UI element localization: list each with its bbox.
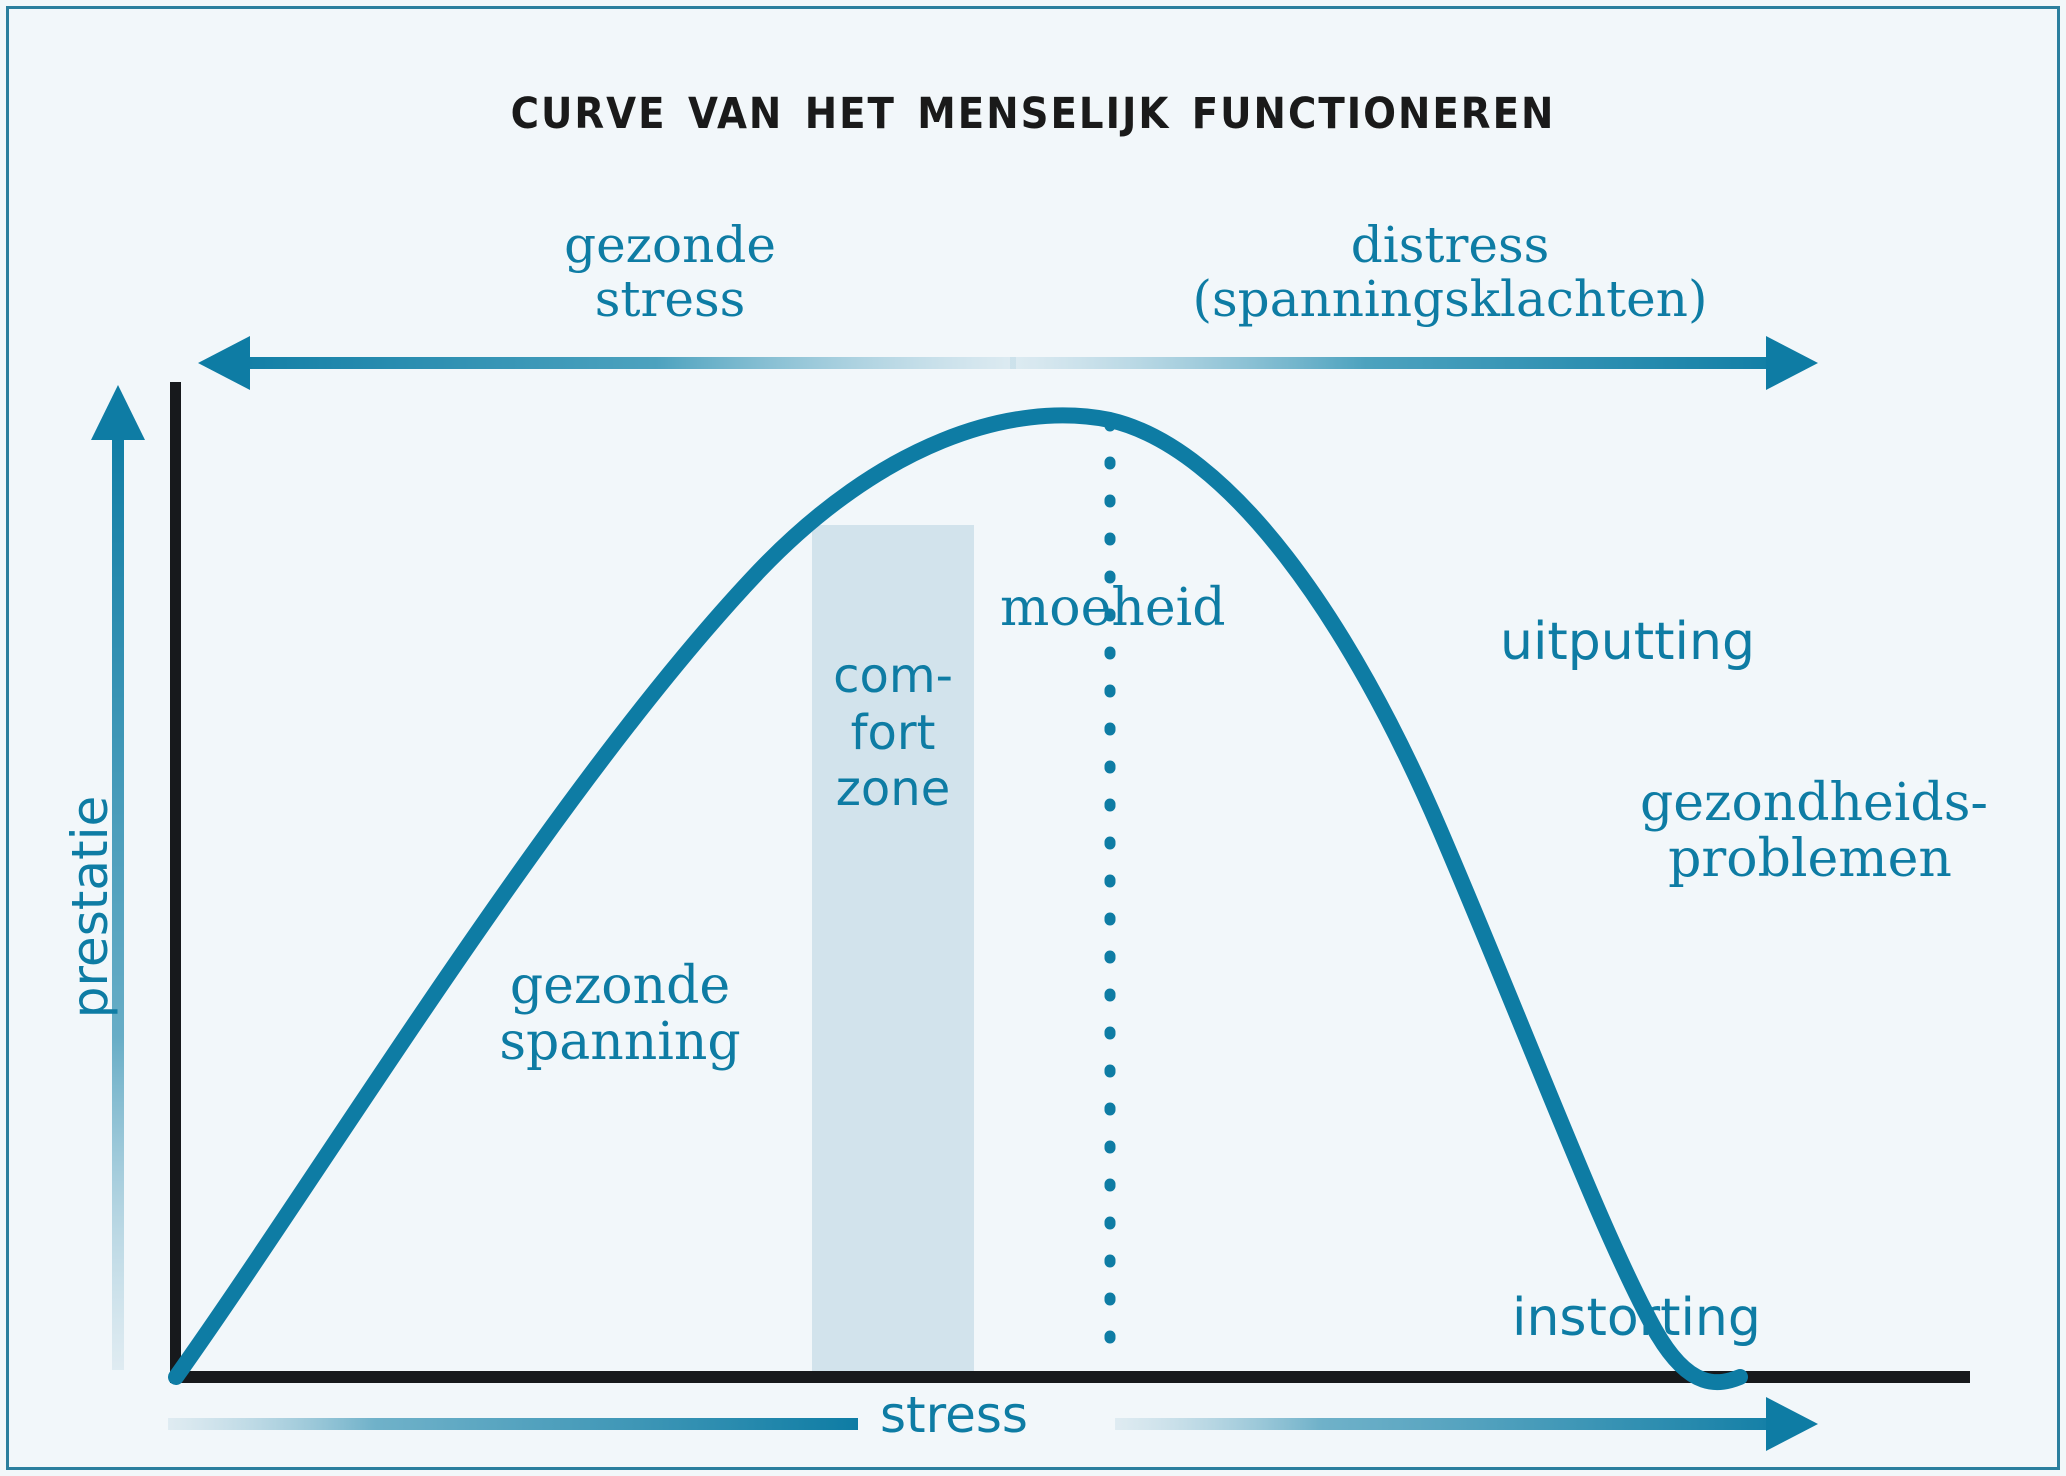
annotation-moeheid: moeheid bbox=[1000, 578, 1226, 638]
y-axis-line bbox=[170, 382, 181, 1382]
annotation-gezonde-spanning: gezonde spanning bbox=[499, 956, 741, 1073]
annotation-uitputting: uitputting bbox=[1500, 612, 1755, 672]
zone-arrow-right bbox=[1010, 336, 1818, 390]
y-axis-label: prestatie bbox=[61, 795, 119, 1019]
x-axis-label: stress bbox=[880, 1386, 1028, 1444]
y-axis-arrow bbox=[91, 385, 145, 1370]
x-axis-line bbox=[170, 1371, 1970, 1383]
x-axis-arrow bbox=[168, 1397, 1818, 1451]
zone-arrow-left bbox=[198, 336, 1016, 390]
annotation-instorting: instorting bbox=[1512, 1288, 1761, 1348]
zone-label-distress: distress (spanningsklachten) bbox=[1192, 216, 1708, 328]
comfort-zone-band bbox=[812, 525, 974, 1380]
annotation-comfort-zone: com- fort zone bbox=[833, 648, 953, 818]
diagram-frame bbox=[6, 6, 2060, 1470]
zone-label-gezonde-stress: gezonde stress bbox=[564, 216, 776, 328]
annotation-gezondheidsproblemen: gezondheids- problemen bbox=[1640, 773, 1988, 890]
page-title: Curve van het menselijk functioneren bbox=[510, 70, 1556, 143]
performance-curve bbox=[168, 407, 1748, 1391]
